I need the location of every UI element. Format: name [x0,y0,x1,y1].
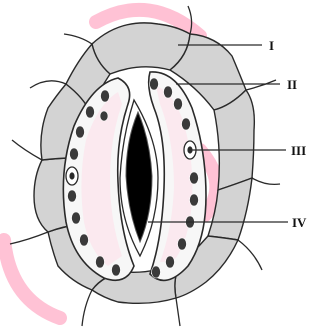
chloroplast [100,111,108,121]
chloroplast [72,212,81,224]
label-III: III [291,143,306,158]
chloroplast [70,148,79,160]
chloroplast [96,256,105,268]
chloroplast [190,172,199,184]
chloroplast [68,190,77,202]
chloroplast [152,266,161,278]
chloroplast [164,86,173,98]
chloroplast [86,106,95,118]
chloroplast [174,98,183,110]
nucleus-left [66,167,78,185]
label-II: II [287,77,297,92]
chloroplast [182,118,191,130]
chloroplast [80,234,89,246]
chloroplast [150,78,159,90]
chloroplast [178,238,187,250]
label-I: I [269,38,274,53]
chloroplast [76,126,85,138]
label-IV: IV [292,215,307,230]
chloroplast [101,90,110,102]
chloroplast [112,264,121,276]
chloroplast [190,194,199,206]
chloroplast [166,256,175,268]
